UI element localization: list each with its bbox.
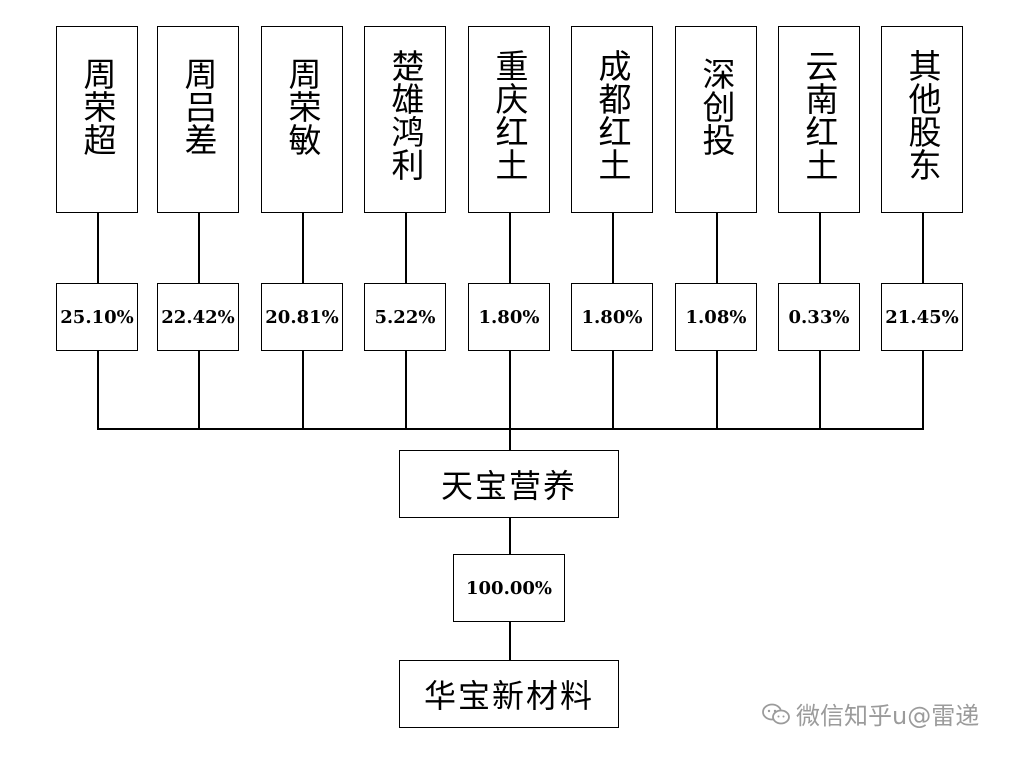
ownership-pct: 22.42% xyxy=(161,306,235,328)
subsidiary-company-box: 华宝新材料 xyxy=(399,660,619,728)
ownership-pct: 1.80% xyxy=(581,306,643,328)
connector-line xyxy=(97,213,99,283)
shareholder-box: 成都红土 xyxy=(571,26,653,213)
connector-line xyxy=(198,213,200,283)
shareholder-name: 周荣超 xyxy=(78,57,117,156)
ownership-pct-box: 1.80% xyxy=(571,283,653,351)
shareholder-box: 深创投 xyxy=(675,26,757,213)
shareholder-box: 重庆红土 xyxy=(468,26,550,213)
connector-line xyxy=(198,351,200,429)
connector-line xyxy=(509,428,511,450)
ownership-pct: 5.22% xyxy=(374,306,436,328)
shareholder-name: 成都红土 xyxy=(593,49,632,181)
shareholder-name: 周吕差 xyxy=(179,57,218,156)
connector-line xyxy=(819,213,821,283)
watermark: 微信知乎u@雷递 xyxy=(762,696,979,731)
connector-line xyxy=(97,351,99,429)
ownership-pct-box: 20.81% xyxy=(261,283,343,351)
ownership-pct-box: 1.80% xyxy=(468,283,550,351)
subsidiary-pct: 100.00% xyxy=(466,577,552,599)
shareholder-name: 深创投 xyxy=(697,57,736,156)
connector-line xyxy=(509,351,511,429)
subsidiary-company-name: 华宝新材料 xyxy=(423,677,594,715)
ownership-pct: 1.08% xyxy=(685,306,747,328)
connector-line xyxy=(612,351,614,429)
connector-line xyxy=(302,213,304,283)
parent-company-box: 天宝营养 xyxy=(399,450,619,518)
ownership-pct: 1.80% xyxy=(478,306,540,328)
connector-line xyxy=(405,351,407,429)
ownership-pct-box: 0.33% xyxy=(778,283,860,351)
shareholder-name: 周荣敏 xyxy=(283,57,322,156)
connector-line xyxy=(716,213,718,283)
ownership-pct-box: 21.45% xyxy=(881,283,963,351)
shareholder-name: 其他股东 xyxy=(903,49,942,181)
shareholder-box: 周荣超 xyxy=(56,26,138,213)
shareholder-box: 周荣敏 xyxy=(261,26,343,213)
connector-line xyxy=(716,351,718,429)
subsidiary-pct-box: 100.00% xyxy=(453,554,565,622)
connector-line xyxy=(509,213,511,283)
connector-line xyxy=(819,351,821,429)
parent-company-name: 天宝营养 xyxy=(440,467,577,505)
connector-line xyxy=(612,213,614,283)
ownership-pct: 21.45% xyxy=(885,306,959,328)
ownership-pct: 0.33% xyxy=(788,306,850,328)
shareholder-box: 周吕差 xyxy=(157,26,239,213)
connector-line xyxy=(302,351,304,429)
ownership-pct-box: 22.42% xyxy=(157,283,239,351)
wechat-icon xyxy=(762,703,790,725)
connector-line xyxy=(509,517,511,554)
connector-line xyxy=(922,351,924,429)
watermark-text: 微信知乎u@雷递 xyxy=(796,702,980,730)
connector-line xyxy=(405,213,407,283)
ownership-pct: 20.81% xyxy=(265,306,339,328)
shareholder-box: 其他股东 xyxy=(881,26,963,213)
ownership-pct-box: 25.10% xyxy=(56,283,138,351)
connector-line xyxy=(509,621,511,660)
shareholder-box: 云南红土 xyxy=(778,26,860,213)
connector-line xyxy=(922,213,924,283)
shareholder-box: 楚雄鸿利 xyxy=(364,26,446,213)
ownership-pct: 25.10% xyxy=(60,306,134,328)
shareholder-name: 云南红土 xyxy=(800,49,839,181)
shareholder-name: 重庆红土 xyxy=(490,49,529,181)
ownership-pct-box: 1.08% xyxy=(675,283,757,351)
shareholder-name: 楚雄鸿利 xyxy=(386,49,425,181)
ownership-pct-box: 5.22% xyxy=(364,283,446,351)
